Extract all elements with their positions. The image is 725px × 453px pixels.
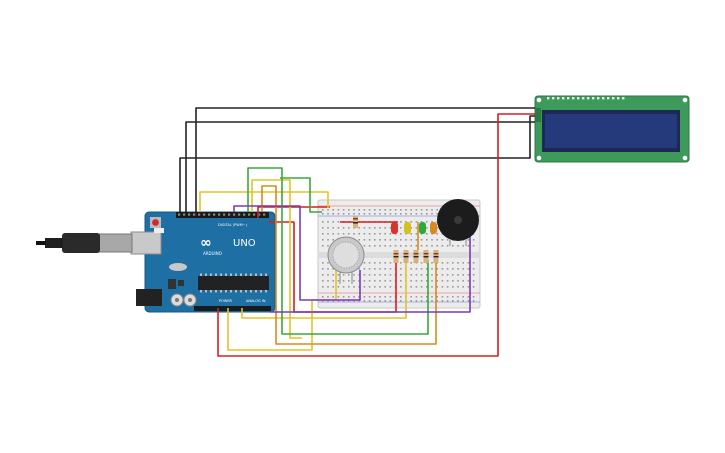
usb-cable-icon[interactable] [36, 233, 133, 253]
wire-purple-2 [270, 228, 471, 313]
digital-header-label: DIGITAL (PWM~) [218, 223, 248, 227]
atmega-chip [198, 276, 269, 290]
wire-black-2 [185, 121, 535, 212]
lcd-screen [545, 114, 677, 148]
wire-yellow-3 [251, 179, 302, 339]
piezo-buzzer-icon[interactable] [437, 199, 479, 246]
led-green [419, 222, 426, 234]
led-orange [430, 222, 437, 234]
led-yellow [404, 222, 411, 234]
wire-green-1 [247, 167, 429, 335]
wire-black-3 [179, 115, 535, 212]
analog-label: ANALOG IN [246, 299, 266, 303]
wire-black-1 [195, 107, 535, 212]
wires [179, 107, 535, 357]
wire-red-lcd [217, 113, 535, 357]
wire-purple-1 [233, 205, 361, 301]
led-red [391, 222, 398, 234]
wire-yellow-2 [227, 270, 337, 351]
gas-sensor-icon[interactable] [327, 236, 365, 284]
arduino-uno-board[interactable]: DIGITAL (PWM~) ∞ UNO ARDUINO POWER ANALO… [130, 211, 276, 313]
power-label: POWER [219, 299, 233, 303]
power-jack [136, 289, 162, 306]
wire-yellow-4 [241, 260, 407, 319]
wire-green-2 [280, 177, 322, 213]
lcd-display[interactable] [534, 95, 690, 163]
uno-label: UNO [233, 238, 256, 249]
wire-orange-1 [261, 185, 437, 345]
arduino-logo: ∞ [200, 235, 212, 251]
power-analog-header [194, 306, 271, 311]
lcd-header-pins [547, 97, 625, 100]
wire-red-2 [257, 206, 330, 218]
arduino-maker-label: ARDUINO [203, 251, 222, 256]
crystal [169, 263, 187, 271]
resistor-row [393, 250, 439, 263]
resistor-top [353, 216, 358, 228]
wire-yellow-1 [199, 191, 329, 212]
usb-port [130, 231, 162, 255]
digital-header [176, 212, 269, 218]
